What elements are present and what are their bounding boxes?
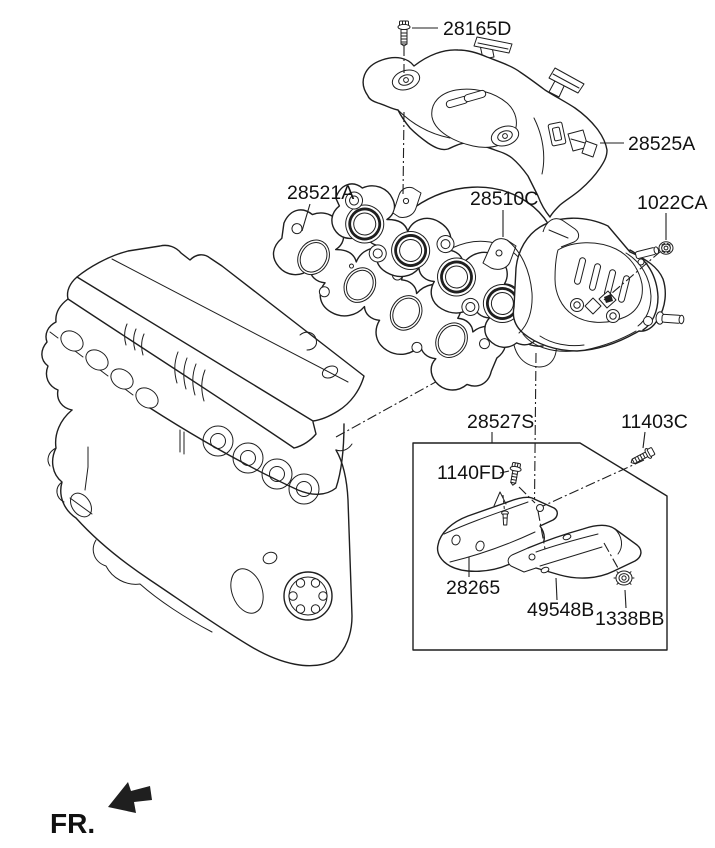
part-label-11403C: 11403C: [621, 411, 688, 433]
bracket-pin-icon: [501, 494, 509, 526]
exhaust-manifold-gasket-illustration: [272, 209, 507, 391]
centerline-1022CA: [603, 250, 662, 301]
centerline-28165D: [402, 46, 405, 197]
bracket-kit-box: [412, 442, 668, 651]
stay-49548B-illustration: [507, 524, 642, 579]
front-direction-indicator: FR.: [50, 782, 152, 839]
part-label-1140FD: 1140FD: [437, 462, 505, 484]
bolt-1140FD-icon: [509, 462, 522, 486]
part-label-28265: 28265: [446, 577, 500, 599]
part-label-28510C: 28510C: [470, 188, 538, 210]
engine-assembly-illustration: [41, 244, 365, 667]
part-label-49548B: 49548B: [527, 599, 594, 621]
part-label-28525A: 28525A: [628, 133, 695, 155]
callout-leader-lines: [301, 27, 667, 609]
part-label-1022CA: 1022CA: [637, 192, 707, 214]
nut-1338BB-icon: [613, 570, 635, 586]
part-label-28165D: 28165D: [443, 18, 511, 40]
manifold-bracket-ears: [392, 186, 517, 270]
converter-stud-lower: [655, 311, 685, 325]
front-direction-arrow-icon: [108, 782, 152, 813]
part-label-1338BB: 1338BB: [595, 608, 664, 630]
catalytic-converter-illustration: [506, 217, 685, 352]
assembly-centerline-engine-manifold: [335, 335, 520, 438]
part-label-28527S: 28527S: [467, 411, 534, 433]
bolt-28165D-icon: [397, 20, 411, 47]
part-label-28521A: 28521A: [287, 182, 354, 204]
centerlines-bracket-box: [518, 459, 645, 569]
heat-shield-illustration: [362, 36, 608, 218]
bolt-11403C-icon: [630, 447, 656, 465]
converter-stud-upper: [635, 246, 660, 259]
callout-labels: 28165D 28525A 28521A 28510C 1022CA 28527…: [287, 18, 707, 630]
exhaust-manifold-flange-illustration: [331, 183, 553, 348]
nut-1022CA-icon: [658, 241, 674, 255]
front-direction-label: FR.: [50, 808, 95, 839]
